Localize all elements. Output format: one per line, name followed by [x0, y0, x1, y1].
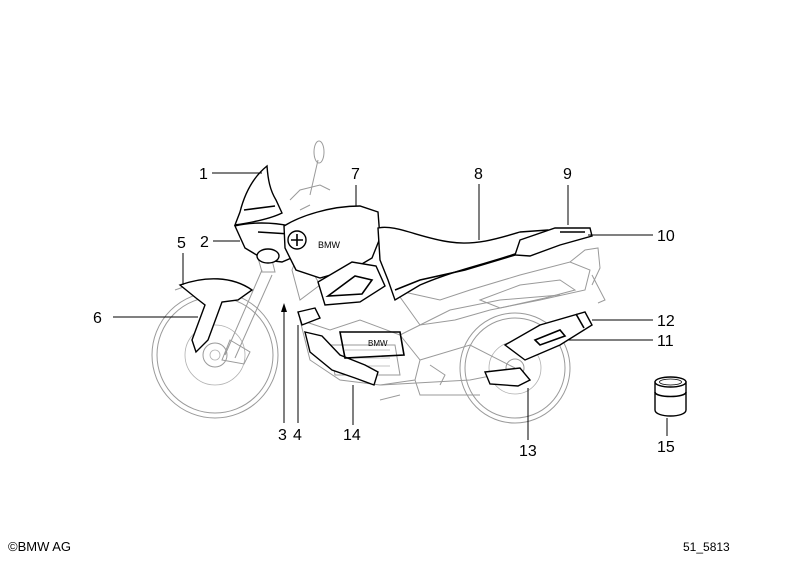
callout-8: 8	[474, 166, 483, 183]
part-front-fender	[178, 278, 254, 354]
engine-logo: BMW	[368, 339, 388, 348]
part-windscreen	[233, 164, 283, 226]
part-engine-guard	[304, 331, 379, 386]
callout-13: 13	[519, 443, 537, 460]
callout-10: 10	[657, 228, 675, 245]
callout-14: 14	[343, 427, 361, 444]
callout-9: 9	[563, 166, 572, 183]
part-fuel-tank	[283, 205, 381, 279]
callout-7: 7	[351, 166, 360, 183]
highlighted-parts: BMW BMW	[178, 164, 687, 417]
part-silencer-bracket	[483, 367, 532, 387]
callout-12: 12	[657, 313, 675, 330]
tank-logo: BMW	[318, 240, 341, 250]
part-fork-guard	[297, 307, 321, 326]
part-silencer	[503, 311, 593, 361]
part-luggage-rack	[514, 227, 593, 257]
callout-15: 15	[657, 439, 675, 456]
callout-1: 1	[199, 166, 208, 183]
callout-4: 4	[293, 427, 302, 444]
part-seat	[377, 226, 562, 302]
callout-6: 6	[93, 310, 102, 327]
callout-2: 2	[200, 234, 209, 251]
part-tank-side-panel	[317, 261, 386, 306]
callout-labels: 1 2 3 4 5 6 7 8 9 10 11 12 13 14 15	[93, 166, 675, 460]
callout-5: 5	[177, 235, 186, 252]
copyright-text: BMW AG	[17, 539, 72, 554]
callout-3: 3	[278, 427, 287, 444]
part-oil-can	[654, 376, 687, 417]
motorcycle-outline	[151, 140, 606, 424]
copyright-icon: ©	[8, 539, 18, 554]
callout-11: 11	[657, 333, 674, 350]
leader-lines	[113, 172, 668, 440]
diagram-number: 51_5813	[683, 540, 730, 554]
copyright-notice: ©BMW AG	[8, 539, 71, 554]
